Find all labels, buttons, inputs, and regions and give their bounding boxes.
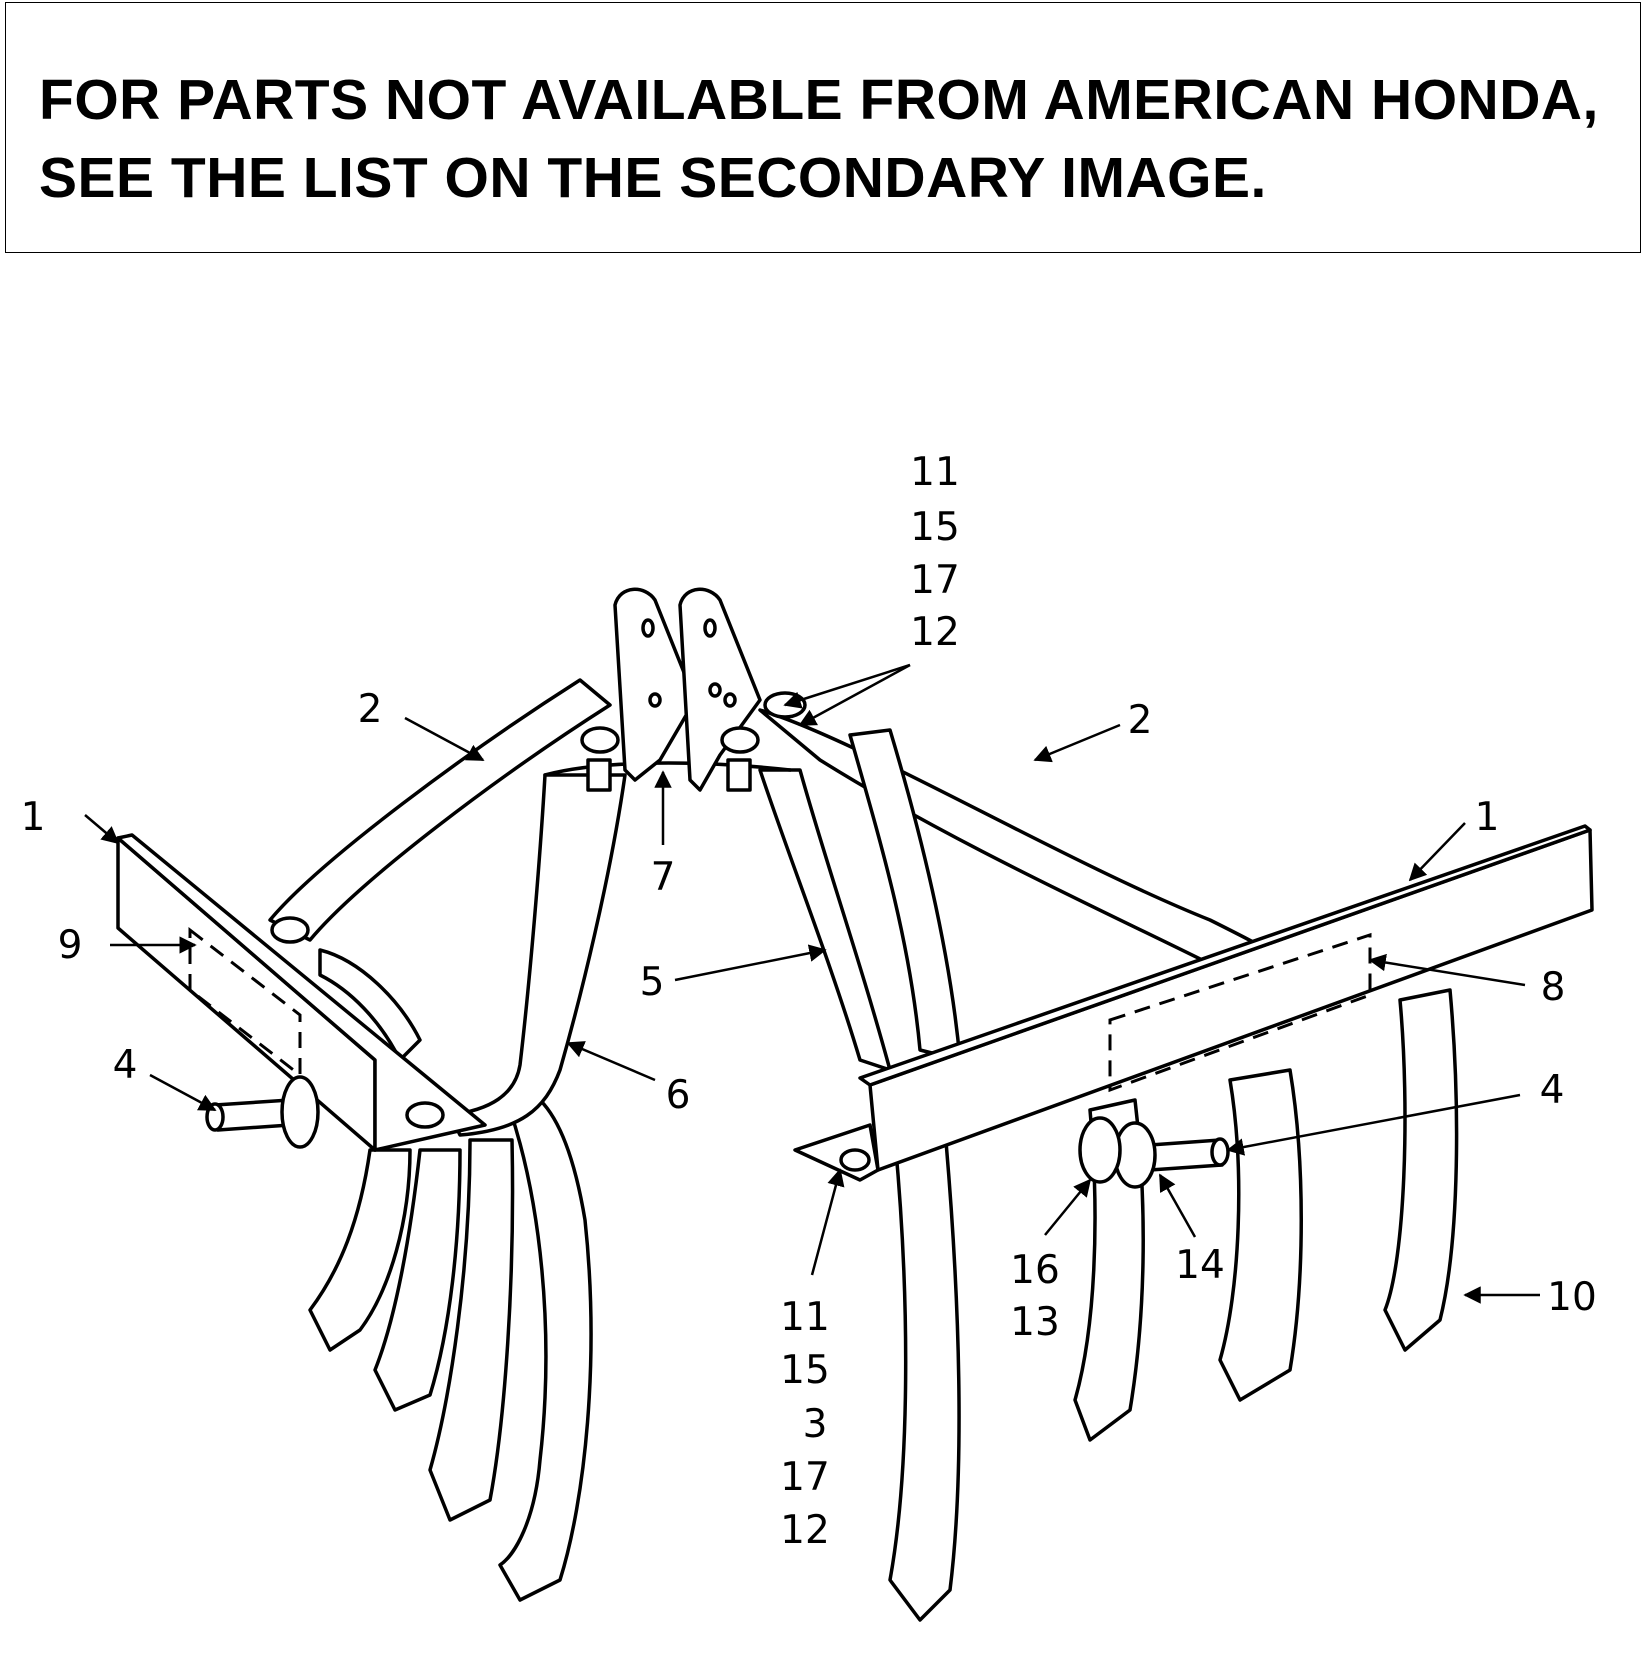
left-bar-flange: [116, 833, 487, 1152]
notice-line-2: SEE THE LIST ON THE SECONDARY IMAGE.: [39, 146, 1267, 210]
callout-7: 7: [651, 855, 676, 900]
callout-1-left: 1: [21, 795, 46, 840]
callout-top-4: 12: [910, 610, 960, 655]
right-bar-plate-outline: [1108, 932, 1372, 1093]
left-sweep: [318, 948, 422, 1062]
callout-5: 5: [640, 960, 665, 1005]
callout-labels: 11 15 17 12 1 1 2 2 4 4 5 6 7 8 9 10 14 …: [21, 450, 1597, 1553]
callout-bottom-3: 3: [803, 1402, 828, 1447]
callout-2-left: 2: [358, 687, 383, 732]
notice-line-1: FOR PARTS NOT AVAILABLE FROM AMERICAN HO…: [39, 68, 1599, 132]
callout-right-1: 16: [1010, 1248, 1060, 1293]
callout-bottom-5: 12: [780, 1508, 830, 1553]
callout-4-left: 4: [113, 1043, 138, 1088]
parts-notice-box: FOR PARTS NOT AVAILABLE FROM AMERICAN HO…: [5, 2, 1641, 253]
tine: [1218, 1068, 1303, 1402]
tine: [373, 1148, 462, 1412]
callout-6: 6: [666, 1073, 691, 1118]
tine: [308, 1148, 412, 1352]
brace-left: [268, 678, 612, 942]
right-bar-flange: [858, 824, 1592, 1087]
hitch-plate-left: [613, 587, 697, 782]
center-u-frame-right: [758, 768, 892, 1072]
callout-2-right: 2: [1128, 698, 1153, 743]
callout-8: 8: [1541, 965, 1566, 1010]
left-pin: [213, 1098, 292, 1132]
tine: [428, 1138, 515, 1522]
callout-4-right: 4: [1540, 1068, 1565, 1113]
callout-1-right: 1: [1475, 795, 1500, 840]
hitch-plates: [580, 587, 807, 792]
callout-bottom-2: 15: [780, 1348, 830, 1393]
callout-14: 14: [1175, 1243, 1225, 1288]
tine: [888, 1128, 961, 1622]
callout-bottom-1: 11: [780, 1295, 830, 1340]
callout-top-3: 17: [910, 558, 960, 603]
frame-top-bridge: [543, 761, 792, 777]
left-bar-plate-outline: [188, 926, 302, 1079]
left-tines: [308, 1098, 593, 1602]
right-bar-web: [868, 828, 1594, 1172]
center-u-frame: [448, 773, 627, 1137]
callout-top-1: 11: [910, 450, 960, 495]
leader-arrows: [84, 663, 1540, 1304]
left-tool-bar: [116, 833, 487, 1152]
callout-9: 9: [58, 923, 83, 968]
callout-10: 10: [1547, 1275, 1597, 1320]
callout-top-2: 15: [910, 505, 960, 550]
right-tool-bar: [793, 824, 1594, 1189]
tine: [1383, 988, 1459, 1352]
callout-right-2: 13: [1010, 1300, 1060, 1345]
tine: [498, 1098, 593, 1602]
callout-bottom-4: 17: [780, 1455, 830, 1500]
